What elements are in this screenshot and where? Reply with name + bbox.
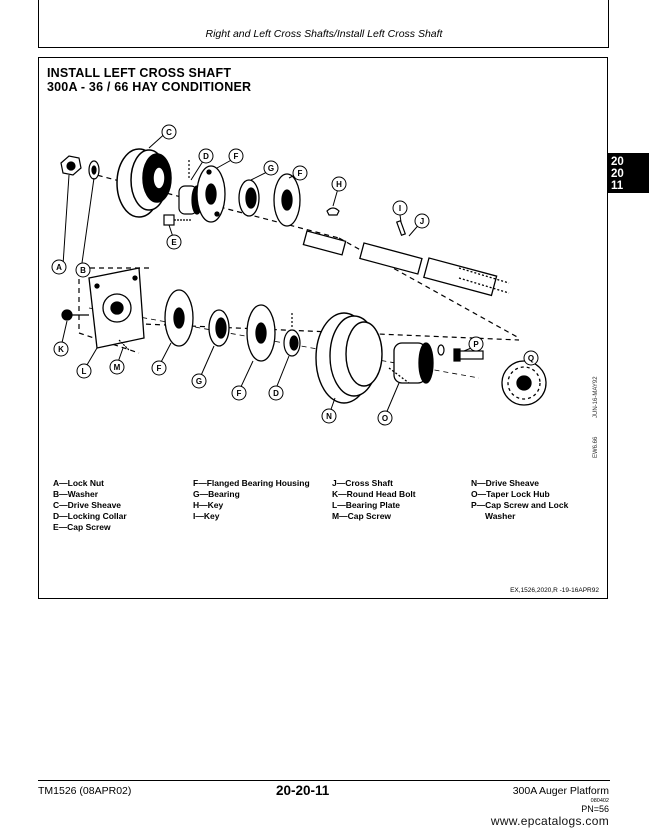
header-bottom-rule [38,47,609,48]
callout-d2: D [273,389,279,398]
footer-product-name: 300A Auger Platform [512,785,609,797]
legend-col-2: F—Flanged Bearing Housing G—Bearing H—Ke… [193,478,310,522]
cap-screw-lock-washer-part [437,344,484,362]
legend-item: O—Taper Lock Hub [471,489,550,499]
callout-f2: F [298,169,303,178]
legend-item: F—Flanged Bearing Housing [193,478,310,488]
callout-l: L [82,367,87,376]
lock-nut-part [60,155,82,176]
callout-f4: F [237,389,242,398]
panel-title-line-1: INSTALL LEFT CROSS SHAFT [47,66,232,80]
flanged-bearing-housing-part [196,165,226,223]
instruction-panel: INSTALL LEFT CROSS SHAFT 300A - 36 / 66 … [38,57,608,599]
legend-item: K—Round Head Bolt [332,489,416,499]
cap-screw-part [163,214,191,226]
cross-shaft-part [302,230,510,297]
section-tab: 20 20 11 [608,153,649,193]
callout-n: N [326,412,332,421]
legend-item: E—Cap Screw [53,522,111,532]
callout-k: K [58,345,64,354]
legend-item: L—Bearing Plate [332,500,401,510]
callout-h: H [336,180,342,189]
footer-rule [38,780,610,781]
callout-f3: F [157,364,162,373]
legend-item: B—Washer [53,489,99,499]
bearing-plate-part [88,267,145,349]
header-right-rule [608,0,609,47]
locking-collar-2-part [283,313,301,357]
tab-line-1: 20 [611,156,624,168]
side-code-2: EW6.66 [593,436,599,458]
round-head-bolt-part [61,309,89,321]
side-code-1: JUN-16-MAY92 [593,376,599,418]
panel-title-line-2: 300A - 36 / 66 HAY CONDITIONER [47,80,252,94]
legend-item: Washer [485,511,516,521]
callout-i: I [399,204,401,213]
legend-item: N—Drive Sheave [471,478,540,488]
tab-line-3: 11 [611,180,624,192]
legend-item: M—Cap Screw [332,511,392,521]
taper-lock-hub-part [388,342,434,384]
callout-m: M [114,363,121,372]
legend-item: A—Lock Nut [53,478,104,488]
legend-col-1: A—Lock Nut B—Washer C—Drive Sheave D—Loc… [53,478,127,533]
callout-o: O [382,414,388,423]
footer-page-number: 20-20-11 [276,783,330,798]
legend-item: G—Bearing [193,489,240,499]
legend-item: I—Key [193,511,220,521]
callout-b: B [80,266,86,275]
key-i-part [395,219,407,237]
bearing-part [238,179,260,217]
washer-part [88,160,100,180]
callout-j: J [420,217,424,226]
callout-p: P [473,340,479,349]
cap-screw-m-part [118,339,130,351]
legend-item: H—Key [193,500,224,510]
sprocket-part [501,360,547,406]
bearing-2-part [208,309,230,347]
callout-c: C [166,128,172,137]
footer-pn: PN=56 [581,804,609,814]
callout-f: F [234,152,239,161]
header-left-rule [38,0,39,47]
drive-sheave-2-part [315,312,383,404]
legend-col-4: N—Drive Sheave O—Taper Lock Hub P—Cap Sc… [471,478,568,522]
exploded-parts-diagram: C D F G F H I J A B E K L M F G F D N O … [51,124,547,426]
footer-manual-id: TM1526 (08APR02) [38,785,132,797]
callout-e: E [171,238,177,247]
callout-g2: G [196,377,202,386]
legend-col-3: J—Cross Shaft K—Round Head Bolt L—Bearin… [332,478,416,522]
key-h-part [326,207,340,216]
figure-code: EX,1526,2020,R -19-16APR92 [510,587,599,594]
legend-item: P—Cap Screw and Lock [471,500,569,510]
panel-title: INSTALL LEFT CROSS SHAFT 300A - 36 / 66 … [47,66,251,94]
flanged-bearing-housing-4-part [246,304,276,362]
legend-item: J—Cross Shaft [332,478,393,488]
section-header-title: Right and Left Cross Shafts/Install Left… [205,28,443,40]
drive-sheave-part [116,148,172,218]
flanged-bearing-housing-3-part [164,289,194,347]
legend-item: D—Locking Collar [53,511,127,521]
tab-line-2: 20 [611,168,624,180]
callout-d: D [203,152,209,161]
legend-item: C—Drive Sheave [53,500,122,510]
watermark-link[interactable]: www.epcatalogs.com [490,814,609,828]
callout-g: G [268,164,274,173]
callout-a: A [56,263,62,272]
callout-q: Q [528,354,534,363]
flanged-bearing-housing-2-part [273,173,301,227]
footer-code: 080402 [590,798,609,804]
